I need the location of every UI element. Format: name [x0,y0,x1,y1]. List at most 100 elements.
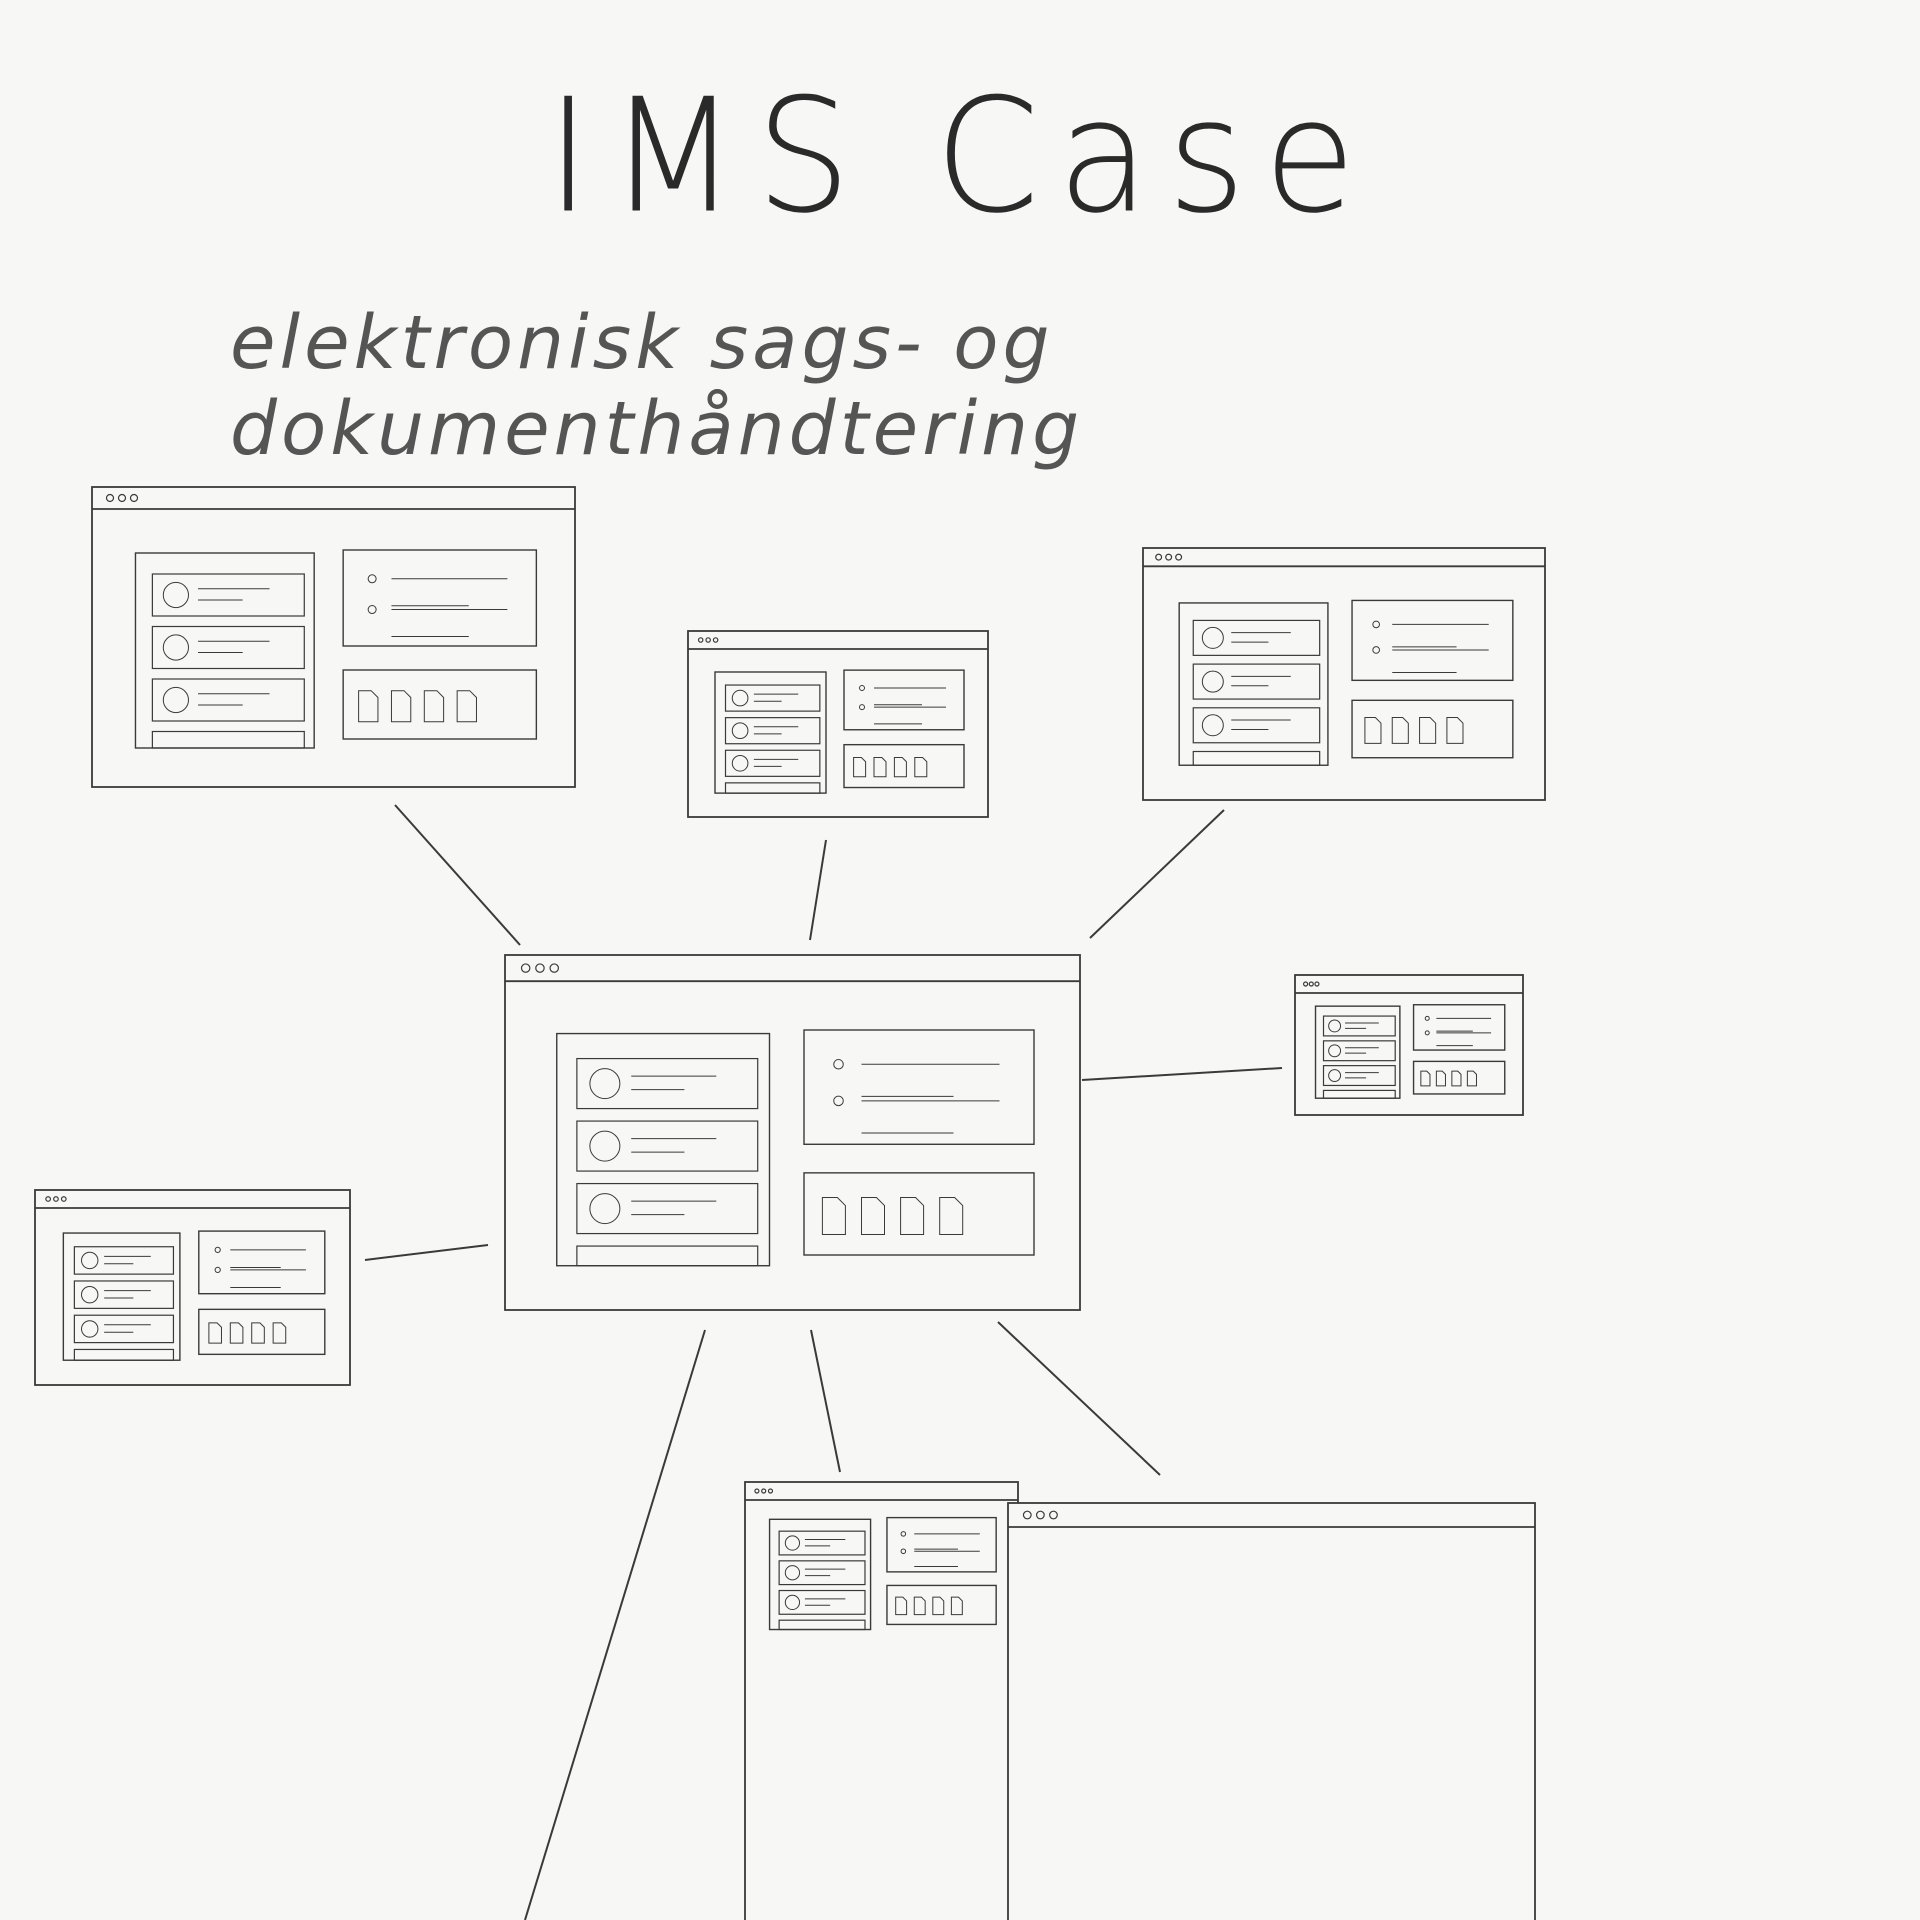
window-frame [687,630,989,818]
user-avatar-icon [784,1594,801,1611]
window-control-icon [1308,981,1314,987]
connector-line [997,1321,1161,1476]
connector-line [1081,1067,1283,1081]
document-icon [853,757,867,778]
document-icon [1446,717,1464,744]
window-frame [1007,1502,1536,1920]
window-control-icon [535,963,545,973]
document-icon [893,757,907,778]
document-icon [861,1197,885,1235]
document-icon [272,1322,287,1344]
document-icon [1391,717,1409,744]
document-icon [895,1596,908,1616]
document-icon [208,1322,222,1344]
window-control-icon [1155,553,1163,561]
user-avatar-icon [162,581,189,609]
list-item [724,717,821,745]
document-icon [914,757,928,778]
document-icon [251,1322,265,1344]
window-control-icon [1165,553,1173,561]
list-item [151,730,305,749]
window-bottom-right [1007,1502,1536,1920]
window-control-icon [129,493,139,503]
documents-card [843,743,965,789]
window-top-left [91,486,576,788]
user-avatar-icon [784,1535,801,1551]
window-control-icon [761,1488,767,1494]
radio-icon [859,704,865,711]
list-item [576,1057,759,1110]
list-item [1192,663,1321,700]
user-avatar-icon [1328,1044,1342,1058]
window-left [34,1189,351,1386]
documents-card [198,1308,326,1356]
user-avatar-icon [731,722,749,740]
document-icon [821,1197,846,1235]
list-item [73,1246,175,1275]
document-icon [932,1596,945,1616]
window-control-icon [53,1196,59,1202]
window-frame [744,1481,1019,1920]
connector-line [809,839,827,941]
list-item [73,1280,175,1309]
list-item [1322,1040,1396,1062]
document-icon [1435,1070,1446,1087]
window-control-icon [549,963,560,973]
documents-card [1351,699,1514,759]
connector-line [1089,809,1225,939]
list-item [73,1314,175,1344]
list-item [1192,750,1321,766]
user-avatar-icon [1328,1019,1342,1033]
page-title: IMS Case [546,65,1374,249]
list-item [778,1589,866,1615]
list-item [73,1348,175,1361]
list-item [1322,1015,1396,1037]
radio-icon [1424,1030,1430,1036]
detail-card [1351,599,1514,682]
document-icon [1466,1070,1477,1087]
window-control-icon [1314,981,1320,987]
user-avatar-icon [589,1193,621,1225]
window-control-icon [117,493,127,503]
document-icon [390,690,412,723]
window-control-icon [60,1196,67,1202]
window-control-icon [712,637,719,643]
user-avatar-icon [162,634,189,661]
list-item [1192,619,1321,656]
user-avatar-icon [1328,1069,1342,1082]
user-avatar-icon [162,686,189,714]
detail-card [843,669,965,731]
radio-icon [367,605,377,615]
document-icon [939,1197,964,1235]
user-avatar-icon [80,1285,99,1304]
document-icon [1420,1070,1431,1087]
window-bottom-center [744,1481,1019,1920]
window-right [1294,974,1524,1116]
radio-icon [833,1095,844,1107]
connector-line [524,1329,706,1920]
radio-icon [900,1531,907,1537]
connector-line [394,804,521,946]
detail-card [803,1029,1035,1145]
detail-card [198,1230,326,1295]
document-icon [1364,717,1382,744]
detail-card [342,549,538,647]
documents-card [342,669,538,740]
documents-card [886,1584,997,1626]
radio-icon [367,574,377,584]
window-control-icon [1175,553,1183,561]
documents-card [1412,1060,1506,1095]
list-item [778,1619,866,1631]
list-item [576,1182,759,1235]
user-avatar-icon [589,1130,621,1162]
list-item [778,1560,866,1586]
window-control-icon [1022,1510,1032,1520]
window-control-icon [1049,1510,1058,1520]
window-control-icon [1303,981,1309,987]
documents-card [803,1172,1035,1256]
user-avatar-icon [1201,714,1224,737]
window-control-icon [105,493,115,503]
document-icon [913,1596,926,1616]
document-icon [873,757,887,778]
list-item [1322,1089,1396,1099]
